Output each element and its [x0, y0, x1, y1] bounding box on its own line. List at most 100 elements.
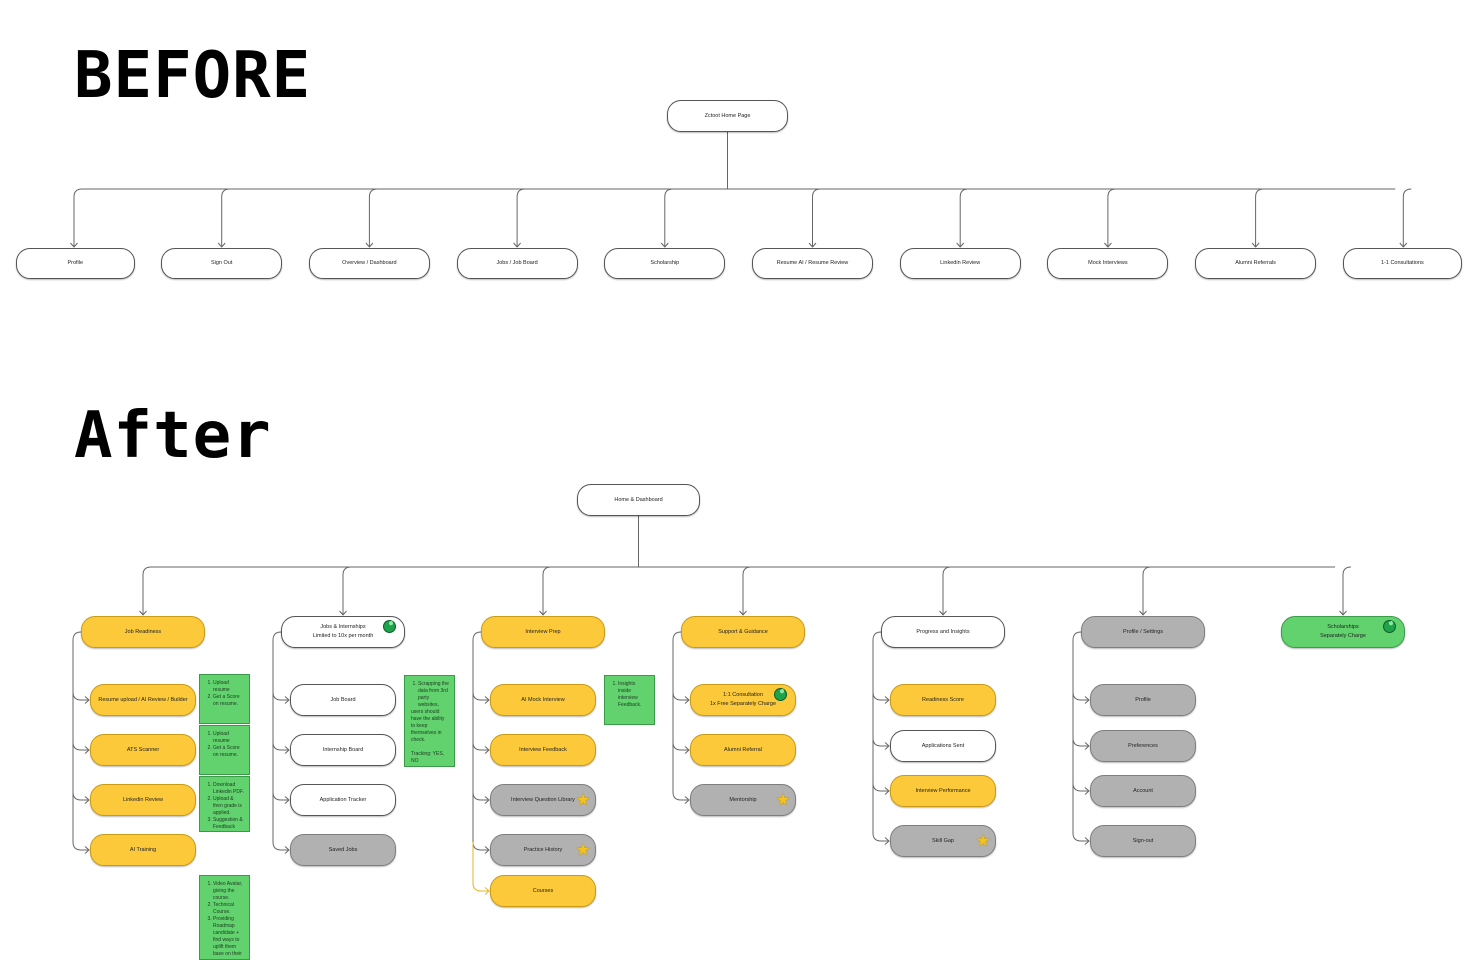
before-node-profile-label: Profile: [67, 260, 84, 267]
child-connector-line: [472, 692, 488, 751]
before-arrow-head: [956, 242, 965, 248]
child-arrow-head: [884, 696, 890, 704]
item-ai-mock-interview[interactable]: AI Mock Interview: [490, 684, 596, 716]
before-arrow-head: [217, 242, 226, 248]
before-node-profile[interactable]: Profile: [16, 248, 135, 279]
child-arrow-head: [1084, 742, 1090, 750]
item-application-tracker[interactable]: Application Tracker: [290, 784, 396, 816]
note-item: Get a Score on resume.: [213, 745, 244, 759]
item-account[interactable]: Account: [1090, 775, 1196, 807]
child-arrow-head: [684, 796, 690, 804]
child-arrow-head: [1084, 696, 1090, 704]
note-item: Providing Roadmap candidate + find ways …: [213, 916, 244, 958]
child-arrow-head: [484, 846, 490, 854]
note-item: Upload & then grade is applied.: [213, 796, 244, 817]
after-root-node-label: Home & Dashboard: [614, 496, 663, 503]
item-ats-scanner[interactable]: ATS Scanner: [90, 734, 196, 766]
before-node-jobs-job-board-label: Jobs / Job Board: [496, 260, 538, 267]
before-node-mock-interviews[interactable]: Mock Interviews: [1047, 248, 1169, 279]
before-node-alumni-referrals[interactable]: Alumni Referrals: [1195, 248, 1317, 279]
category-scholarships-label: Scholarships: [1327, 624, 1359, 631]
item-interview-feedback[interactable]: Interview Feedback: [490, 734, 596, 766]
before-root-node[interactable]: Zctoot Home Page: [667, 100, 788, 132]
before-branch-line: [1255, 188, 1264, 246]
item-resume-upload-ai-review-builder-label: Resume upload / AI Review / Builder: [98, 696, 188, 703]
category-jobs-internships-label: Jobs & Internships: [320, 624, 366, 631]
before-node-linkedin-review[interactable]: Linkedin Review: [899, 248, 1021, 279]
before-branch-line: [664, 188, 673, 246]
before-node-overview-dashboard-label: Overview / Dashboard: [342, 260, 397, 267]
item-practice-history[interactable]: Practice History: [490, 834, 596, 866]
item-linkedin-review[interactable]: Linkedin Review: [90, 784, 196, 816]
item-resume-upload-ai-review-builder[interactable]: Resume upload / AI Review / Builder: [90, 684, 196, 716]
item-internship-board[interactable]: Internship Board: [290, 734, 396, 766]
spine-curve-line: [472, 631, 482, 641]
item-mentorship[interactable]: Mentorship: [690, 784, 796, 816]
item-skill-gap[interactable]: Skill Gap: [890, 825, 996, 857]
item-courses[interactable]: Courses: [490, 875, 596, 907]
item-interview-feedback-label: Interview Feedback: [519, 746, 567, 753]
item-readiness-score-label: Readiness Score: [922, 696, 964, 703]
item-applications-sent[interactable]: Applications Sent: [890, 730, 996, 762]
item-saved-jobs[interactable]: Saved Jobs: [290, 834, 396, 866]
note-text: users should have the ability to keep th…: [411, 709, 445, 764]
after-arrow-head: [339, 610, 347, 616]
child-arrow-head: [1084, 837, 1090, 845]
item-application-tracker-label: Application Tracker: [319, 796, 367, 803]
note-item: Get a Score on resume.: [213, 694, 244, 708]
spine-curve-line: [672, 631, 682, 641]
before-node-1-1-consultations[interactable]: 1-1 Consultations: [1342, 248, 1462, 279]
child-connector-line: [72, 792, 88, 851]
before-node-linkedin-review-label: Linkedin Review: [940, 260, 981, 267]
before-node-overview-dashboard[interactable]: Overview / Dashboard: [308, 248, 430, 279]
child-arrow-head: [684, 746, 690, 754]
child-connector-line: [272, 692, 288, 751]
before-arrow-head: [1399, 242, 1408, 248]
item-preferences-label: Preferences: [1128, 742, 1158, 749]
after-root-node[interactable]: Home & Dashboard: [577, 484, 700, 516]
item-readiness-score[interactable]: Readiness Score: [890, 684, 996, 716]
category-profile-settings[interactable]: Profile / Settings: [1081, 616, 1205, 648]
item-interview-performance[interactable]: Interview Performance: [890, 775, 996, 807]
before-heading: BEFORE: [74, 39, 312, 113]
before-node-scholarship[interactable]: Scholarship: [604, 248, 726, 279]
before-node-sign-out[interactable]: Sign Out: [161, 248, 283, 279]
item-preferences[interactable]: Preferences: [1090, 730, 1196, 762]
after-arrow-head: [939, 610, 947, 616]
category-interview-prep[interactable]: Interview Prep: [481, 616, 605, 648]
before-branch-line: [73, 188, 83, 246]
item-interview-question-library[interactable]: Interview Question Library: [490, 784, 596, 816]
before-node-resume-ai-resume-review[interactable]: Resume AI / Resume Review: [752, 248, 873, 279]
category-progress-and-insights[interactable]: Progress and Insights: [881, 616, 1005, 648]
after-branch-line: [1342, 566, 1352, 614]
before-arrow-head: [70, 242, 78, 248]
before-node-jobs-job-board[interactable]: Jobs / Job Board: [456, 248, 578, 279]
item-profile[interactable]: Profile: [1090, 684, 1196, 716]
spine-curve-line: [272, 631, 282, 641]
before-branch-line: [812, 188, 821, 246]
child-connector-line: [72, 742, 88, 801]
item-internship-board-label: Internship Board: [322, 746, 364, 753]
spine-curve-line: [72, 631, 82, 641]
after-branch-line: [542, 566, 552, 614]
item-sign-out[interactable]: Sign-out: [1090, 825, 1196, 857]
category-job-readiness[interactable]: Job Readiness: [81, 616, 205, 648]
note-item: Video Avatar, giving the course.: [213, 881, 244, 902]
item-applications-sent-label: Applications Sent: [921, 742, 965, 749]
before-branch-line: [959, 188, 969, 246]
child-connector-line: [472, 792, 488, 851]
spine-curve-line: [1072, 631, 1082, 641]
category-support-guidance-label: Support & Guidance: [718, 628, 768, 635]
sticky-note-job-readiness-4: Video Avatar, giving the course.Technica…: [199, 875, 250, 960]
category-support-guidance[interactable]: Support & Guidance: [681, 616, 805, 648]
item-job-board[interactable]: Job Board: [290, 684, 396, 716]
note-item: Suggestion & Feedback: [213, 817, 244, 831]
item-account-label: Account: [1133, 787, 1153, 794]
before-branch-line: [1402, 188, 1412, 246]
item-ai-training[interactable]: AI Training: [90, 834, 196, 866]
child-connector-line: [872, 783, 888, 842]
category-scholarships-sublabel: Separately Charge: [1320, 633, 1366, 639]
item-alumni-referral[interactable]: Alumni Referral: [690, 734, 796, 766]
after-branch-line: [142, 566, 152, 614]
item-job-board-label: Job Board: [330, 696, 356, 703]
